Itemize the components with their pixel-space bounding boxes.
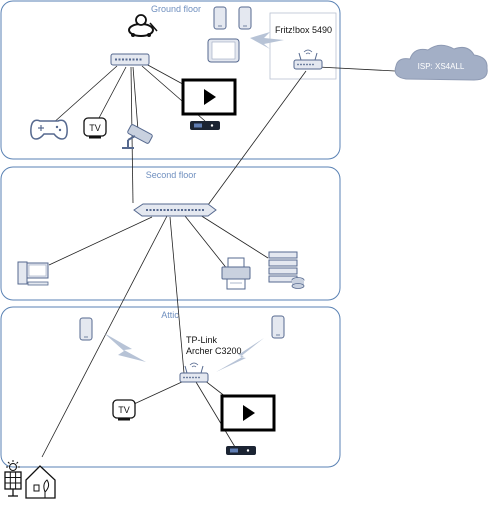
gamepad-icon	[30, 119, 68, 140]
attic-zone	[0, 306, 341, 468]
wifi-link-icon	[216, 338, 264, 372]
network-switch-icon	[110, 53, 150, 66]
isp-label: ISP: XS4ALL	[418, 62, 465, 71]
link-fritz-isp	[317, 66, 396, 72]
fritzbox-label: Fritz!box 5490	[275, 25, 332, 35]
monitor-icon	[220, 394, 276, 432]
monitor-icon	[181, 78, 237, 116]
router-icon	[179, 362, 209, 383]
ground-floor-label: Ground floor	[151, 4, 201, 14]
link-switch-camera	[132, 66, 139, 131]
smartphone-icon	[79, 317, 93, 341]
robot-vacuum-icon	[128, 14, 158, 37]
smart-home-icon	[25, 465, 56, 499]
link-main-desktop	[48, 216, 153, 266]
tplink-label-line2: Archer C3200	[186, 346, 242, 356]
server-icon	[268, 251, 305, 289]
link-tplink-mediaplayer	[195, 381, 236, 448]
wifi-link-icon	[250, 32, 284, 49]
attic-label: Attic	[161, 310, 179, 320]
tv-badge-label: TV	[89, 123, 101, 133]
smartphone-icon	[238, 6, 252, 30]
link-switch-gamepad	[51, 65, 118, 125]
smartphone-icon	[271, 315, 285, 339]
link-switch-tv	[98, 66, 127, 119]
second-floor-zone	[0, 166, 341, 301]
tv-badge-label: TV	[118, 405, 130, 415]
solar-panel-icon	[4, 460, 22, 497]
media-player-icon	[226, 446, 256, 455]
link-tplink-monitor	[203, 379, 227, 398]
second-floor-label: Second floor	[146, 170, 197, 180]
security-camera-icon	[122, 124, 153, 149]
link-main-printer	[184, 215, 229, 271]
network-switch-icon	[133, 203, 217, 217]
link-main-tplink	[169, 216, 185, 374]
link-main-server	[199, 214, 269, 259]
smartphone-icon	[213, 6, 227, 30]
tablet-icon	[207, 38, 240, 63]
wifi-link-icon	[104, 333, 146, 362]
tplink-label-line1: TP-Link	[186, 335, 218, 345]
desktop-computer-icon	[17, 261, 49, 286]
media-player-icon	[190, 121, 220, 130]
printer-icon	[221, 257, 251, 290]
link-tplink-tv	[133, 380, 185, 405]
ground-floor-zone	[0, 0, 341, 160]
cloud-icon	[394, 44, 488, 81]
link-main-solar	[41, 215, 168, 458]
link-fritz-mainswitch	[207, 70, 307, 206]
